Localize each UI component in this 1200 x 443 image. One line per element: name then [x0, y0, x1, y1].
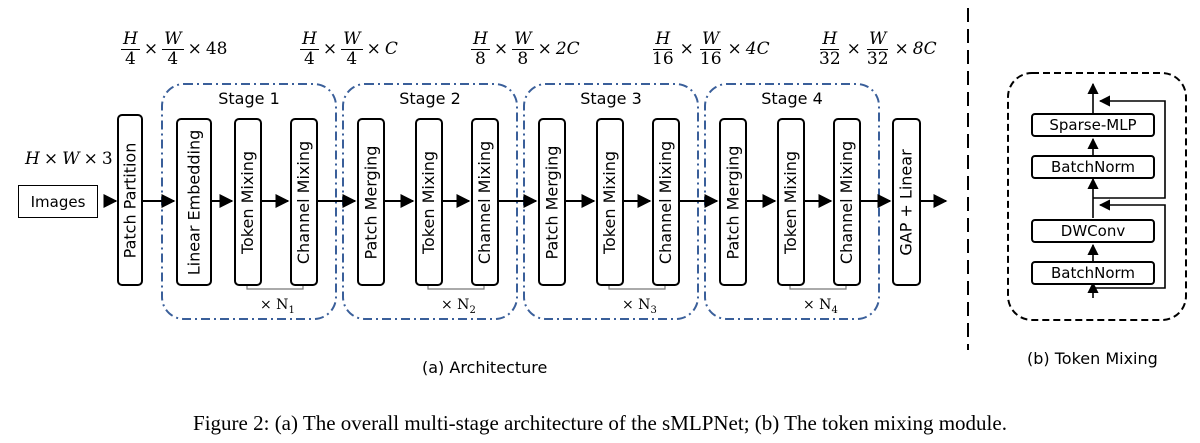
stage-4-token-mixing-block: Token Mixing: [777, 118, 805, 286]
stage-3-title: Stage 3: [580, 89, 642, 108]
stage-4-title: Stage 4: [761, 89, 823, 108]
figure-caption: Figure 2: (a) The overall multi-stage ar…: [193, 411, 1007, 435]
architecture-caption: (a) Architecture: [422, 358, 548, 377]
stage-1-title: Stage 1: [218, 89, 280, 108]
stage-1-channel-mixing-block: Channel Mixing: [290, 118, 318, 286]
stage-1-repeat-label: × N1: [260, 297, 295, 316]
token-mixing-frame: [1007, 72, 1187, 321]
token-mixing-arrows: [1087, 82, 1166, 298]
batchnorm-upper-block: BatchNorm: [1031, 155, 1155, 179]
gap-linear-block: GAP + Linear: [892, 118, 921, 286]
sparse-mlp-block: Sparse-MLP: [1031, 113, 1155, 137]
stage-2-channel-mixing-block: Channel Mixing: [471, 118, 499, 286]
stage-3-repeat-label: × N3: [622, 297, 657, 316]
input-dims: H×W×3: [25, 149, 113, 169]
stage-2-token-mixing-block: Token Mixing: [415, 118, 443, 286]
images-input-box: Images: [18, 185, 98, 218]
token-mixing-caption: (b) Token Mixing: [1027, 349, 1158, 368]
stage-2-title: Stage 2: [399, 89, 461, 108]
stage-3-token-mixing-block: Token Mixing: [596, 118, 624, 286]
stage-3-patch-merging-block: Patch Merging: [538, 118, 566, 286]
stage-1-linear-embedding-block: Linear Embedding: [176, 118, 212, 286]
dwconv-block: DWConv: [1031, 219, 1155, 243]
stage-2-repeat-label: × N2: [441, 297, 476, 316]
batchnorm-lower-block: BatchNorm: [1031, 261, 1155, 285]
stage-1-token-mixing-block: Token Mixing: [234, 118, 262, 286]
stage-4-patch-merging-block: Patch Merging: [719, 118, 747, 286]
stage-3-channel-mixing-block: Channel Mixing: [652, 118, 680, 286]
stage-4-channel-mixing-block: Channel Mixing: [833, 118, 861, 286]
patch-partition-block: Patch Partition: [117, 114, 143, 286]
stage-4-repeat-label: × N4: [803, 297, 838, 316]
stage-2-patch-merging-block: Patch Merging: [357, 118, 385, 286]
